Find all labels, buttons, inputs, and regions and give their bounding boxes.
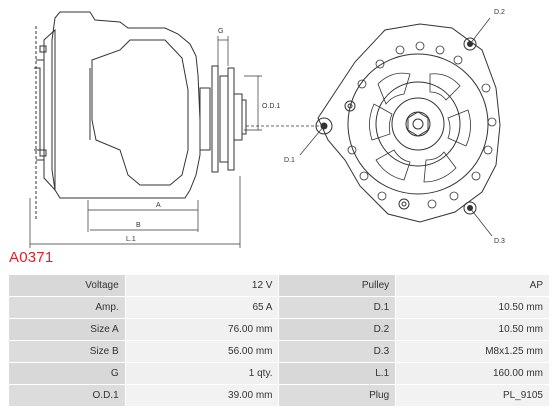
spec-value: 56.00 mm [125, 341, 279, 362]
dim-label-d2: D.2 [494, 9, 505, 16]
spec-value: AP [396, 275, 549, 296]
spec-label: D.1 [279, 297, 396, 318]
spec-value: 76.00 mm [125, 319, 279, 340]
spec-label: Size A [9, 319, 125, 340]
spec-value: M8x1.25 mm [396, 341, 549, 362]
alternator-side-view [34, 11, 247, 220]
alternator-technical-drawing: A B L.1 G O.D.1 D.1 D.2 D.3 [29, 9, 505, 248]
spec-value: 160.00 mm [396, 363, 549, 384]
spec-label: Plug [279, 385, 396, 406]
table-row: G 1 qty. L.1 160.00 mm [9, 363, 549, 384]
table-row: Size B 56.00 mm D.3 M8x1.25 mm [9, 341, 549, 362]
table-row: Size A 76.00 mm D.2 10.50 mm [9, 319, 549, 340]
dim-label-od1: O.D.1 [262, 103, 280, 110]
spec-label: Amp. [9, 297, 125, 318]
spec-label: Size B [9, 341, 125, 362]
spec-value: 1 qty. [125, 363, 279, 384]
spec-label: Voltage [9, 275, 125, 296]
spec-label: O.D.1 [9, 385, 125, 406]
spec-value: 12 V [125, 275, 279, 296]
spec-label: G [9, 363, 125, 384]
specs-table: Voltage 12 V Pulley AP Amp. 65 A D.1 10.… [8, 274, 550, 407]
spec-label: Pulley [279, 275, 396, 296]
dim-label-d1: D.1 [284, 157, 295, 164]
spec-value: 10.50 mm [396, 319, 549, 340]
spec-value: 65 A [125, 297, 279, 318]
dimension-lines [29, 36, 320, 248]
spec-value: 10.50 mm [396, 297, 549, 318]
dim-label-d3: D.3 [494, 238, 505, 245]
spec-label: D.2 [279, 319, 396, 340]
spec-value: PL_9105 [396, 385, 549, 406]
spec-value: 39.00 mm [125, 385, 279, 406]
table-row: Voltage 12 V Pulley AP [9, 275, 549, 296]
table-row: O.D.1 39.00 mm Plug PL_9105 [9, 385, 549, 406]
dimension-labels: A B L.1 G O.D.1 D.1 D.2 D.3 [126, 9, 505, 245]
dim-label-l1: L.1 [126, 236, 136, 243]
table-row: Amp. 65 A D.1 10.50 mm [9, 297, 549, 318]
spec-label: D.3 [279, 341, 396, 362]
part-code: A0371 [9, 249, 54, 266]
alternator-front-view [299, 17, 501, 237]
spec-label: L.1 [279, 363, 396, 384]
dim-label-g: G [218, 28, 223, 35]
dim-label-a: A [156, 202, 161, 209]
dim-label-b: B [136, 222, 141, 229]
